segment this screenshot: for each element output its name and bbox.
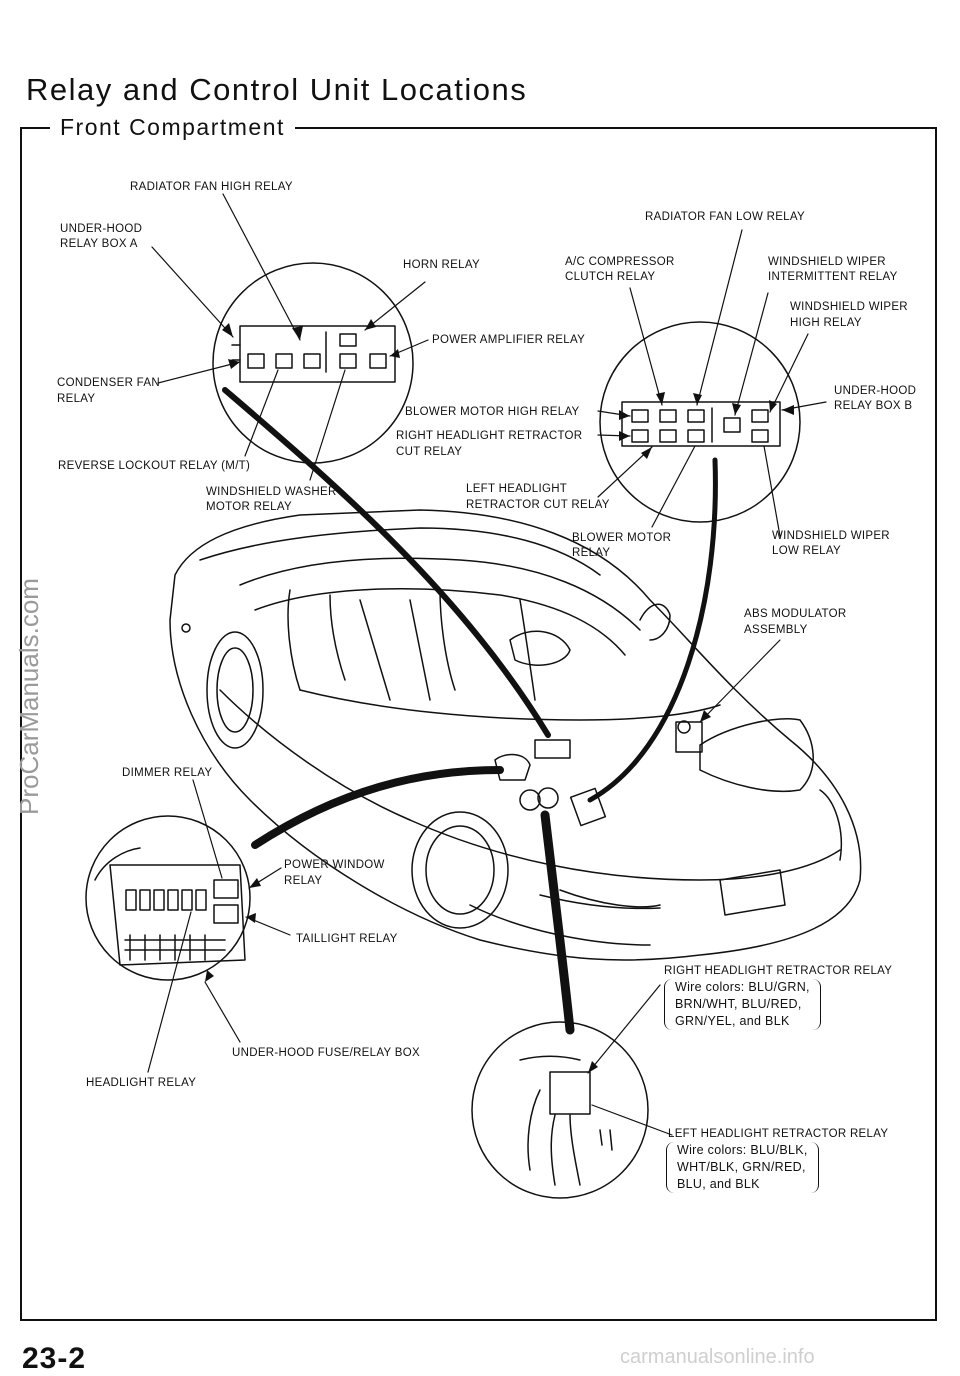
label-condenser-fan-relay-line2: RELAY (57, 393, 96, 405)
label-left-headlight-retractor-relay: LEFT HEADLIGHT RETRACTOR RELAY (668, 1128, 889, 1140)
label-horn-relay: HORN RELAY (403, 259, 480, 271)
label-radiator-fan-high-relay: RADIATOR FAN HIGH RELAY (130, 181, 293, 193)
label-windshield-washer-motor-relay-line2: MOTOR RELAY (206, 501, 292, 513)
label-left-headlight-retractor-cut-relay-line2: RETRACTOR CUT RELAY (466, 499, 610, 511)
left-wire-colors-line3: BLU, and BLK (677, 1177, 760, 1191)
label-right-headlight-retractor-cut-relay-line2: CUT RELAY (396, 446, 463, 458)
label-windshield-wiper-high-relay-line2: HIGH RELAY (790, 317, 862, 329)
retractor-relay-detail (471, 1021, 649, 1199)
label-taillight-relay: TAILLIGHT RELAY (296, 933, 398, 945)
label-right-headlight-retractor-relay: RIGHT HEADLIGHT RETRACTOR RELAY (664, 965, 893, 977)
label-windshield-wiper-intermittent-relay-line1: WINDSHIELD WIPER (768, 256, 886, 268)
label-abs-modulator-assembly-line2: ASSEMBLY (744, 624, 808, 636)
label-under-hood-relay-box-b-line2: RELAY BOX B (834, 400, 913, 412)
right-wire-colors-line1: Wire colors: BLU/GRN, (675, 980, 810, 994)
label-blower-motor-high-relay: BLOWER MOTOR HIGH RELAY (405, 406, 580, 418)
watermark: ProCarManuals.com (14, 578, 44, 815)
right-wire-colors-line3: GRN/YEL, and BLK (675, 1014, 790, 1028)
label-blower-motor-relay-line1: BLOWER MOTOR (572, 532, 672, 544)
relay-box-b-detail (599, 321, 801, 523)
page-title: Relay and Control Unit Locations (26, 72, 528, 107)
right-wire-colors-line2: BRN/WHT, BLU/RED, (675, 997, 802, 1011)
label-power-amplifier-relay: POWER AMPLIFIER RELAY (432, 334, 586, 346)
footer-site: carmanualsonline.info (620, 1346, 815, 1368)
section-title: Front Compartment (50, 114, 295, 141)
left-retractor-wire-colors: Wire colors: BLU/BLK, WHT/BLK, GRN/RED, … (666, 1142, 819, 1193)
label-windshield-wiper-intermittent-relay-line2: INTERMITTENT RELAY (768, 271, 898, 283)
relay-box-a-detail (212, 262, 414, 464)
label-under-hood-fuse-relay-box: UNDER-HOOD FUSE/RELAY BOX (232, 1047, 420, 1059)
label-radiator-fan-low-relay: RADIATOR FAN LOW RELAY (645, 211, 805, 223)
section-frame (20, 127, 937, 1321)
label-power-window-relay-line1: POWER WINDOW (284, 859, 385, 871)
label-ac-compressor-clutch-relay-line2: CLUTCH RELAY (565, 271, 656, 283)
label-blower-motor-relay-line2: RELAY (572, 547, 611, 559)
label-abs-modulator-assembly-line1: ABS MODULATOR (744, 608, 847, 620)
left-wire-colors-line1: Wire colors: BLU/BLK, (677, 1143, 808, 1157)
car-illustration (169, 509, 862, 961)
label-under-hood-relay-box-b-line1: UNDER-HOOD (834, 385, 917, 397)
label-condenser-fan-relay-line1: CONDENSER FAN (57, 377, 160, 389)
label-windshield-wiper-low-relay-line2: LOW RELAY (772, 545, 841, 557)
page-number: 23-2 (22, 1342, 87, 1375)
label-dimmer-relay: DIMMER RELAY (122, 767, 213, 779)
label-left-headlight-retractor-cut-relay-line1: LEFT HEADLIGHT (466, 483, 568, 495)
label-power-window-relay-line2: RELAY (284, 875, 323, 887)
label-windshield-wiper-high-relay-line1: WINDSHIELD WIPER (790, 301, 908, 313)
label-headlight-relay: HEADLIGHT RELAY (86, 1077, 197, 1089)
label-windshield-wiper-low-relay-line1: WINDSHIELD WIPER (772, 530, 890, 542)
label-under-hood-relay-box-a-line2: RELAY BOX A (60, 238, 138, 250)
left-wire-colors-line2: WHT/BLK, GRN/RED, (677, 1160, 806, 1174)
label-reverse-lockout-relay: REVERSE LOCKOUT RELAY (M/T) (58, 460, 251, 472)
right-retractor-wire-colors: Wire colors: BLU/GRN, BRN/WHT, BLU/RED, … (664, 979, 821, 1030)
label-windshield-washer-motor-relay-line1: WINDSHIELD WASHER (206, 486, 337, 498)
label-right-headlight-retractor-cut-relay-line1: RIGHT HEADLIGHT RETRACTOR (396, 430, 583, 442)
label-ac-compressor-clutch-relay-line1: A/C COMPRESSOR (565, 256, 675, 268)
fuse-relay-box-detail (85, 815, 251, 981)
label-under-hood-relay-box-a-line1: UNDER-HOOD (60, 223, 143, 235)
